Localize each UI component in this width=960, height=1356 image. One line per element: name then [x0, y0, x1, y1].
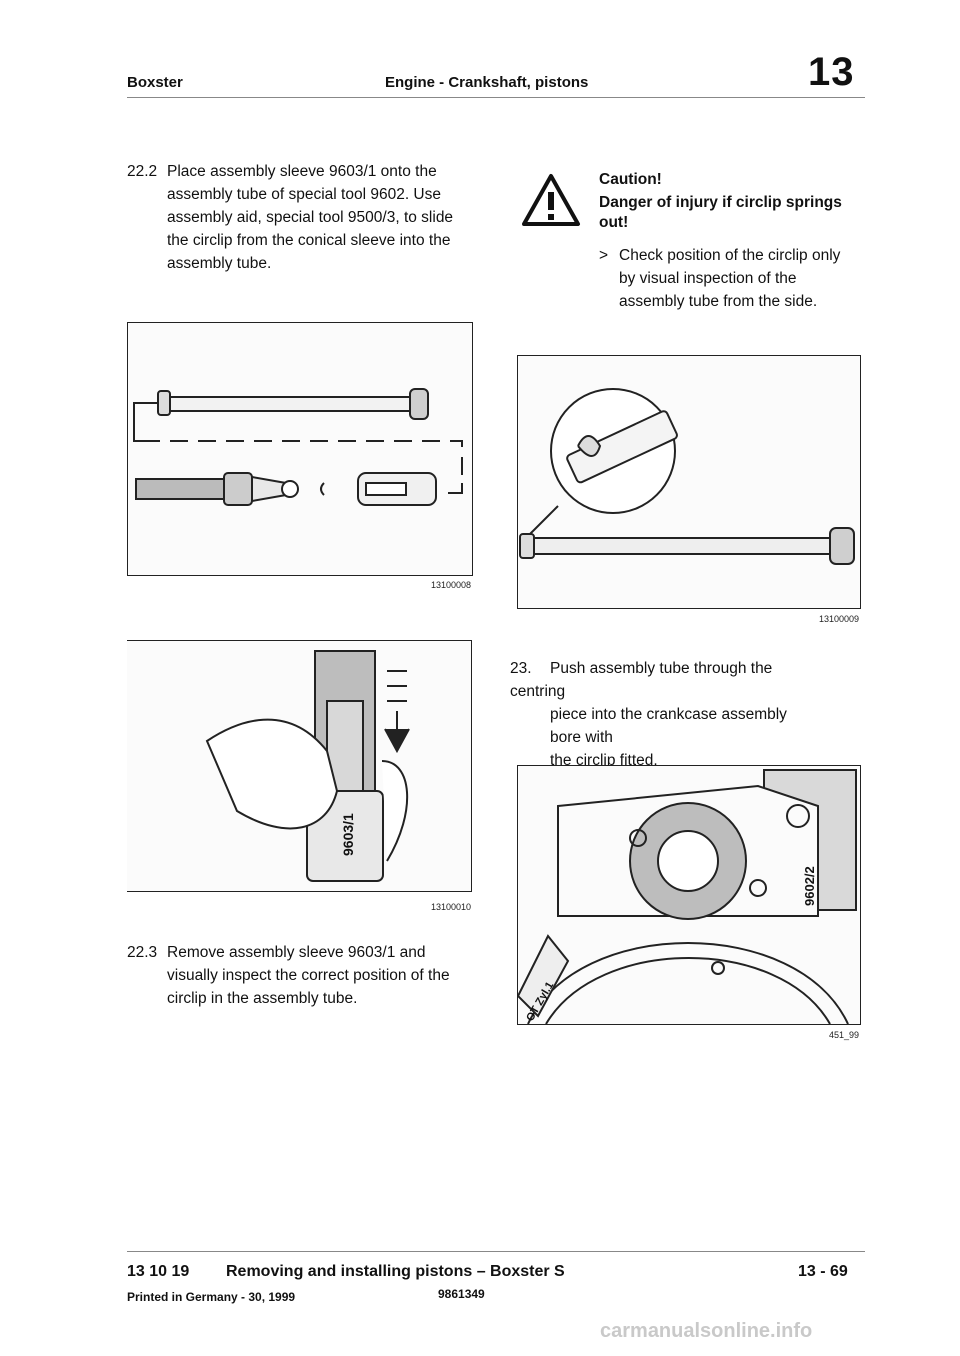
footer-printed: Printed in Germany - 30, 1999	[127, 1290, 296, 1304]
header-model: Boxster	[127, 74, 183, 91]
tube-detail-drawing	[519, 388, 855, 565]
watermark: carmanualsonline.info	[600, 1320, 813, 1342]
header-divider	[127, 97, 865, 98]
step-line: assembly tube of special tool 9602. Use	[167, 186, 441, 203]
step-line: piece into the crankcase assembly bore w…	[550, 706, 787, 746]
step-22-2: 22.2 Place assembly sleeve 9603/1 onto th…	[127, 160, 477, 275]
caution-instruction: > Check position of the circlip only by v…	[599, 244, 869, 313]
step-line: circlip in the assembly tube.	[167, 990, 358, 1007]
assembly-tube-drawing	[133, 388, 463, 506]
figure-assembly-tube-exploded	[127, 322, 473, 576]
figure-tube-detail	[517, 355, 861, 609]
step-number: 22.3	[127, 944, 158, 961]
crankcase-bore-drawing: 9602/2 OT Zyl.1	[518, 769, 857, 1024]
step-number: 22.2	[127, 163, 158, 180]
tool-label-9603-1: 9603/1	[340, 813, 356, 856]
step-number: 23.	[510, 660, 532, 677]
step-23: 23.Push assembly tube through the centri…	[510, 657, 790, 772]
step-line: Remove assembly sleeve 9603/1 and	[167, 944, 426, 961]
instruction-line: assembly tube from the side.	[619, 293, 818, 310]
header-section-title: Engine - Crankshaft, pistons	[385, 74, 589, 91]
tool-label-9602-2: 9602/2	[802, 866, 817, 906]
figure-caption: 13100010	[430, 902, 471, 912]
figure-hand-sleeve: 9603/1	[127, 640, 472, 892]
footer-doc-number: 9861349	[438, 1287, 485, 1301]
figure-caption: 13100008	[430, 580, 471, 590]
instruction-marker: >	[599, 247, 609, 264]
figure-caption: 451_99	[828, 1030, 859, 1040]
step-line: assembly tube.	[167, 255, 272, 272]
caution-title: Caution!	[599, 171, 662, 188]
caution-text: Danger of injury if circlip springs out!	[599, 193, 869, 233]
footer-page-number: 13 - 69	[798, 1263, 848, 1280]
step-line: Place assembly sleeve 9603/1 onto the	[167, 163, 437, 180]
footer-divider	[127, 1251, 865, 1252]
instruction-line: Check position of the circlip only	[619, 247, 841, 264]
footer-section-code: 13 10 19	[127, 1263, 190, 1280]
step-22-3: 22.3 Remove assembly sleeve 9603/1 and vi…	[127, 941, 477, 1010]
figure-caption: 13100009	[818, 614, 859, 624]
warning-triangle-icon	[522, 174, 580, 226]
step-line: the circlip from the conical sleeve into…	[167, 232, 451, 249]
step-line: visually inspect the correct position of…	[167, 967, 450, 984]
instruction-line: by visual inspection of the	[619, 270, 797, 287]
step-line: Push assembly tube through the centring	[510, 660, 773, 700]
hand-sleeve-drawing: 9603/1	[205, 650, 410, 882]
footer-title: Removing and installing pistons – Boxste…	[226, 1263, 565, 1280]
step-line: the circlip fitted.	[550, 752, 658, 769]
step-line: assembly aid, special tool 9500/3, to sl…	[167, 209, 454, 226]
caution-line: out!	[599, 214, 629, 231]
figure-crankcase-bore: 9602/2 OT Zyl.1	[517, 765, 861, 1025]
caution-line: Danger of injury if circlip springs	[599, 194, 842, 211]
header-group-number: 13	[808, 50, 855, 94]
